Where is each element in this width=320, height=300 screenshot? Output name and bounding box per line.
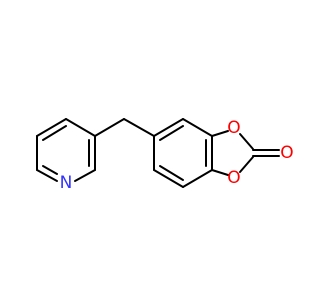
bond-b4-o-bottom bbox=[211, 169, 229, 176]
bond-n-c5 bbox=[36, 169, 58, 182]
bond-c3-n bbox=[74, 169, 96, 182]
bond-c6-c1-inner bbox=[42, 125, 67, 141]
bond-c1-c2 bbox=[65, 118, 96, 137]
pyridine-nitrogen-label: N bbox=[60, 173, 73, 193]
bond-b1-b2-inner bbox=[159, 125, 184, 141]
molecule-structure: N O O O bbox=[36, 118, 294, 193]
dioxolone-ring bbox=[211, 130, 280, 176]
methylene-bridge bbox=[94, 118, 155, 137]
bond-b5-b6-inner bbox=[159, 165, 184, 181]
bond-pyridine-ch2 bbox=[94, 118, 125, 137]
pyridine-ring bbox=[36, 118, 96, 182]
bond-b3-o-top bbox=[211, 130, 229, 137]
bond-c6-c1 bbox=[36, 118, 67, 137]
bond-b4-b5 bbox=[182, 169, 213, 188]
bond-o-top-carbonyl bbox=[239, 133, 254, 150]
ring-oxygen-top-label: O bbox=[227, 118, 240, 138]
bond-ch2-benzene bbox=[123, 118, 155, 137]
ring-oxygen-bottom-label: O bbox=[227, 168, 240, 188]
bond-b2-b3 bbox=[182, 118, 213, 137]
benzene-ring bbox=[153, 118, 213, 188]
carbonyl-oxygen-label: O bbox=[280, 143, 293, 163]
bond-n-c5-inner bbox=[42, 165, 58, 175]
bond-b1-b2 bbox=[153, 118, 184, 137]
bond-b5-b6 bbox=[153, 169, 184, 188]
bond-o-bottom-carbonyl bbox=[239, 156, 254, 173]
